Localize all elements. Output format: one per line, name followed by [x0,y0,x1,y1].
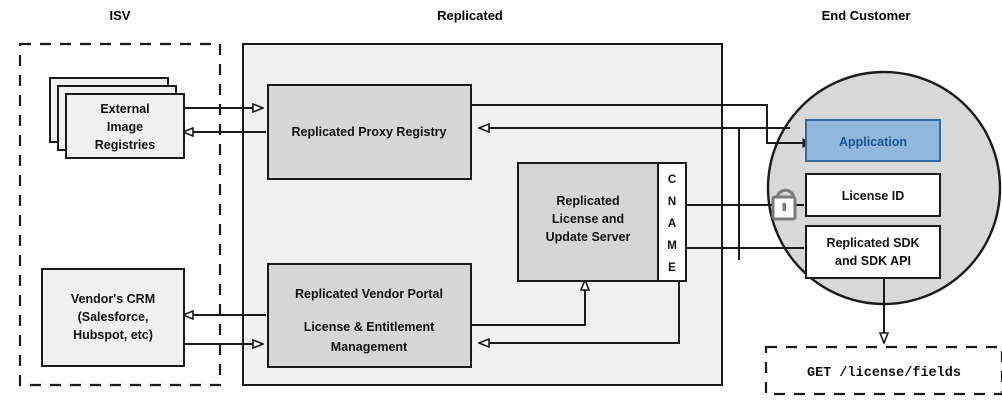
license-server-label-3: Update Server [546,230,631,244]
edge-vendorportal-to-licenseserver [470,281,585,326]
unlock-icon [771,188,797,221]
vendor-portal-label-2: License & Entitlement [304,320,435,334]
replicated-license-and-update-server[interactable] [517,162,659,282]
license-id-label: License ID [842,189,905,203]
replicated-proxy-registry[interactable] [267,84,472,180]
vendor-portal-label-1: Replicated Vendor Portal [295,287,443,301]
application-label: Application [839,135,907,149]
replicated-vendor-portal[interactable] [267,263,472,368]
vendors-crm-label-3: Hubspot, etc) [73,328,153,342]
replicated-sdk-label-2: and SDK API [835,254,911,268]
zone-title-replicated: Replicated [437,8,503,23]
edge-proxy-to-application [470,104,812,143]
api-request-label: GET /license/fields [807,366,961,381]
zone-title-isv: ISV [110,8,131,23]
license-server-label-2: License and [552,212,624,226]
application-box[interactable] [805,119,941,162]
cname-letter-c: C [668,174,676,186]
cname-letter-m: M [667,240,677,252]
zone-isv [18,42,222,387]
external-image-registries[interactable] [65,93,185,159]
cname-strip[interactable] [657,162,687,282]
cname-letter-n: N [668,196,676,208]
replicated-sdk-box[interactable] [805,225,941,279]
vendor-portal-label-3: Management [331,340,408,354]
external-image-registries-label-1: External [100,102,149,116]
replicated-sdk-label-1: Replicated SDK [826,236,919,250]
external-image-registries-label-3: Registries [95,138,155,152]
external-image-registries-label-2: Image [107,120,143,134]
api-request-box[interactable] [764,345,1002,396]
cname-letter-a: A [668,218,676,230]
vendors-crm-label-2: (Salesforce, [78,310,149,324]
zone-title-end-customer: End Customer [822,8,911,23]
license-id-box[interactable] [805,173,941,217]
cname-letter-e: E [668,262,676,274]
vendors-crm-label-1: Vendor's CRM [71,292,155,306]
edge-application-to-proxy [480,128,790,260]
vendors-crm[interactable] [41,268,185,367]
edge-licenseserver-to-vendorportal [480,280,680,343]
license-server-label-1: Replicated [556,194,619,208]
replicated-proxy-registry-label: Replicated Proxy Registry [292,125,447,139]
